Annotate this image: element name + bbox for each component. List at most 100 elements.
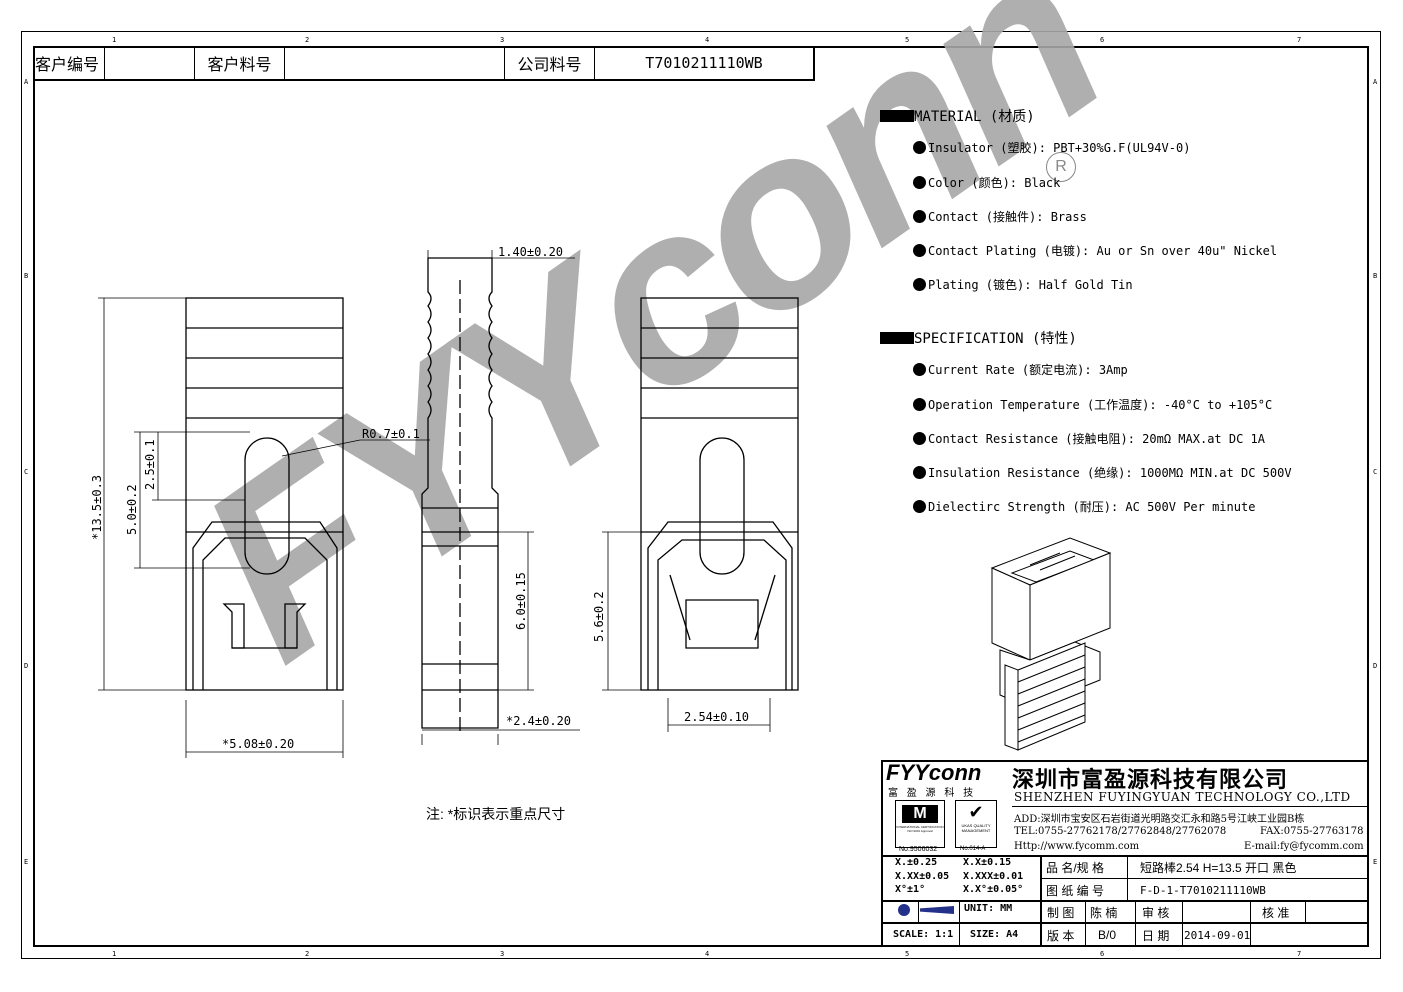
zone-row-e-r: E (1373, 858, 1378, 866)
dim-5-6: 5.6±0.2 (592, 591, 606, 642)
company-name-en: SHENZHEN FUYINGYUAN TECHNOLOGY CO.,LTD (1014, 790, 1351, 804)
zone-col-6b: 6 (1100, 950, 1105, 958)
material-item-3: Contact (接触件): Brass (913, 208, 1087, 225)
tolerance-3: X.XX±0.05 (895, 871, 950, 882)
dim-6-0: 6.0±0.15 (514, 572, 528, 630)
tolerance-6: X.X°±0.05° (963, 884, 1024, 895)
dim-2-5: 2.5±0.1 (143, 439, 157, 490)
drawn-label: 制 图 (1047, 905, 1075, 920)
check-label: 审 核 (1142, 905, 1170, 920)
material-title: MATERIAL (材质) (880, 106, 1035, 126)
tb-vline-7 (1182, 900, 1183, 947)
bullet-icon (913, 466, 926, 479)
customer-part-label: 客户料号 (195, 46, 285, 80)
title-block-logo: FYYconn (886, 760, 982, 785)
zone-row-c: C (24, 468, 29, 476)
zone-col-5: 5 (905, 36, 910, 44)
bullet-icon (913, 500, 926, 513)
zone-row-a-r: A (1373, 78, 1378, 86)
projection-cone-icon (920, 906, 954, 914)
zone-row-b-r: B (1373, 272, 1378, 280)
dim-5-0: 5.0±0.2 (125, 484, 139, 535)
cert-left-no: No.9506032 (899, 846, 938, 853)
size-label: SIZE: A4 (970, 929, 1019, 940)
zone-col-3b: 3 (500, 950, 505, 958)
zone-col-4b: 4 (705, 950, 710, 958)
tb-vline-5 (1085, 900, 1086, 947)
zone-col-1b: 1 (112, 950, 117, 958)
unit-label: UNIT: MM (964, 903, 1013, 914)
drawing-no-value: F-D-1-T7010211110WB (1140, 883, 1266, 897)
dim-2-4: *2.4±0.20 (506, 714, 572, 728)
scale-label: SCALE: 1:1 (893, 929, 954, 940)
material-item-2: Color (颜色): Black (913, 174, 1060, 191)
zone-row-d: D (24, 662, 29, 670)
specification-title-text: SPECIFICATION (特性) (914, 331, 1077, 347)
section-bar-icon (880, 110, 914, 122)
tb-vline-3 (959, 900, 960, 947)
dim-1-40: 1.40±0.20 (498, 245, 564, 259)
version-value: B/0 (1098, 928, 1117, 942)
dim-r07: R0.7±0.1 (362, 427, 420, 441)
zone-row-e: E (24, 858, 29, 866)
bullet-icon (913, 398, 926, 411)
registered-mark: R (1046, 152, 1076, 182)
tb-vline-9 (1305, 900, 1306, 922)
spec-item-2: Operation Temperature (工作温度): -40°C to +… (913, 396, 1272, 413)
bullet-icon (913, 432, 926, 445)
company-name-cn: 深圳市富盈源科技有限公司 (1012, 767, 1289, 793)
zone-row-b: B (24, 272, 29, 280)
tb-vline-2 (1127, 855, 1128, 900)
bullet-icon (913, 176, 926, 189)
tolerance-4: X.XXX±0.01 (963, 871, 1024, 882)
company-fax: FAX:0755-27763178 (1260, 826, 1364, 837)
company-email: E-mail:fy@fycomm.com (1244, 841, 1364, 852)
material-item-5: Plating (镀色): Half Gold Tin (913, 276, 1133, 293)
zone-col-5b: 5 (905, 950, 910, 958)
zone-col-7: 7 (1297, 36, 1302, 44)
spec-item-4: Insulation Resistance (绝缘): 1000MΩ MIN.a… (913, 464, 1292, 481)
date-value: 2014-09-01 (1184, 928, 1251, 942)
approve-label: 核 准 (1262, 905, 1290, 920)
dim-5-08: *5.08±0.20 (222, 737, 295, 751)
tb-vline-4 (918, 900, 919, 922)
cert-logo-left: M INTERNATIONAL CERTIFICATION ISO 9001 A… (895, 800, 945, 848)
company-divider (1012, 806, 1367, 807)
bullet-icon (913, 141, 926, 154)
zone-col-1: 1 (112, 36, 117, 44)
crown-check-icon: ✔ (968, 802, 984, 822)
title-block-logo-cn: 富 盈 源 科 技 (888, 788, 977, 799)
projection-icon (898, 904, 910, 916)
drawing-no-label: 图 纸 编 号 (1046, 883, 1105, 898)
company-web: Http://www.fycomm.com (1014, 841, 1140, 852)
customer-no-value (105, 46, 195, 80)
zone-row-c-r: C (1373, 468, 1378, 476)
zone-col-7b: 7 (1297, 950, 1302, 958)
zone-row-d-r: D (1373, 662, 1378, 670)
cert-m-icon: M (902, 805, 938, 823)
drawn-value: 陈 楠 (1090, 905, 1118, 920)
tolerance-5: X°±1° (895, 884, 926, 895)
material-item-1: Insulator (塑胶): PBT+30%G.F(UL94V-0) (913, 139, 1190, 156)
tb-vline-6 (1135, 900, 1136, 947)
tb-vline-1 (1040, 855, 1042, 947)
tb-hline-4 (881, 922, 1369, 924)
cert-logo-right: ✔ UKAS QUALITY MANAGEMENT (955, 800, 997, 848)
customer-part-value (285, 46, 505, 80)
zone-col-4: 4 (705, 36, 710, 44)
spec-item-5: Dielectirc Strength (耐压): AC 500V Per mi… (913, 498, 1255, 515)
outer-frame (21, 31, 1381, 959)
tb-hline-3 (881, 900, 1369, 902)
dim-2-54: 2.54±0.10 (684, 710, 750, 724)
zone-col-2b: 2 (305, 950, 310, 958)
bullet-icon (913, 210, 926, 223)
tb-vline-8 (1250, 900, 1251, 947)
section-bar-icon (880, 332, 914, 344)
tb-hline-2 (1040, 878, 1369, 879)
zone-col-3: 3 (500, 36, 505, 44)
header-table (33, 46, 815, 81)
date-label: 日 期 (1142, 928, 1170, 943)
bullet-icon (913, 244, 926, 257)
cert-right-no: No.014-A (960, 846, 986, 852)
